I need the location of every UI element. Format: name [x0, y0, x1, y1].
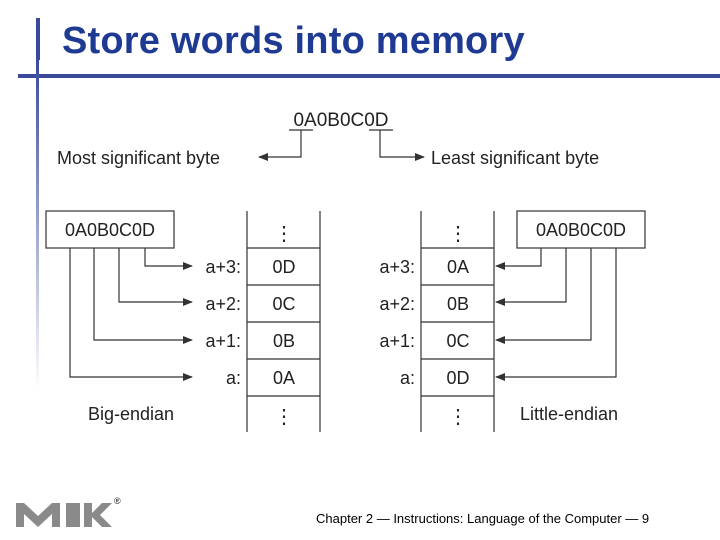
big-endian-connector-a [69, 248, 193, 381]
little-endian-address: a+2: [379, 294, 415, 314]
little-endian-word-box [516, 210, 646, 249]
logo-registered-mark: ® [114, 496, 121, 506]
big-endian-address: a: [226, 368, 241, 388]
big-endian-word: 0A0B0C0D [65, 220, 155, 240]
little-endian-value: 0B [447, 294, 469, 314]
slide-footer: Chapter 2 — Instructions: Language of th… [316, 511, 650, 526]
msb-label: Most significant byte [57, 148, 220, 168]
big-endian-value: 0C [272, 294, 295, 314]
little-endian-label: Little-endian [520, 404, 618, 424]
little-endian-connector-a [495, 248, 542, 270]
little-endian-value: 0C [446, 331, 469, 351]
big-endian-connector-c [118, 248, 193, 306]
lsb-pointer [379, 130, 425, 161]
little-endian-value: 0A [447, 257, 469, 277]
little-endian-address: a+3: [379, 257, 415, 277]
left-accent-rule [36, 60, 39, 390]
msb-pointer [258, 130, 302, 161]
little-endian-word: 0A0B0C0D [536, 220, 626, 240]
little-endian-connector-c [495, 248, 592, 344]
little-endian-value: 0D [446, 368, 469, 388]
big-endian-value: 0A [273, 368, 295, 388]
little-endian-address: a+1: [379, 331, 415, 351]
little-endian-address: a: [400, 368, 415, 388]
big-endian-connector-b [93, 248, 193, 344]
big-endian-address: a+1: [205, 331, 241, 351]
logo-k-shape [84, 503, 112, 527]
logo-m-shape [16, 503, 60, 527]
big-endian-value: 0B [273, 331, 295, 351]
big-endian-value: 0D [272, 257, 295, 277]
lsb-label: Least significant byte [431, 148, 599, 168]
little-endian-connector-b [495, 248, 567, 306]
big-endian-address: a+2: [205, 294, 241, 314]
big-endian-word-box [45, 210, 175, 249]
big-endian-address: a+3: [205, 257, 241, 277]
logo-bar [66, 503, 80, 527]
top-word: 0A0B0C0D [293, 110, 388, 131]
publisher-logo: ® [16, 496, 121, 527]
slide-title: Store words into memory [62, 20, 525, 62]
big-endian-ellipsis-bottom: ⋮ [274, 406, 294, 428]
big-endian-ellipsis-top: ⋮ [274, 223, 294, 245]
little-endian-connector-d [495, 248, 617, 381]
little-endian-ellipsis-bottom: ⋮ [448, 406, 468, 428]
big-endian-connector-d [144, 248, 193, 270]
big-endian-label: Big-endian [88, 404, 174, 424]
little-endian-ellipsis-top: ⋮ [448, 223, 468, 245]
title-underline [18, 74, 720, 78]
title-accent-bar [36, 18, 40, 60]
